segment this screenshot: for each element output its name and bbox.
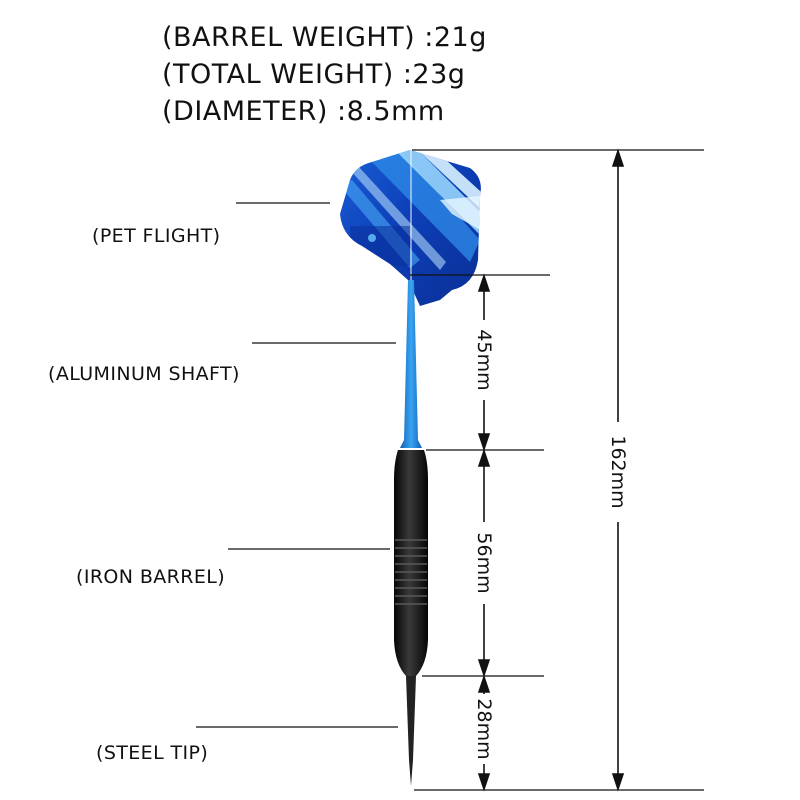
- steel-tip: [406, 676, 416, 786]
- total-length-label: 162mm: [607, 435, 629, 508]
- shaft-dimension-arrow-top: [477, 273, 491, 292]
- iron-barrel: [394, 450, 428, 676]
- barrel-length-label: 56mm: [473, 532, 495, 593]
- aluminum-shaft-label: (ALUMINUM SHAFT): [48, 363, 240, 385]
- steel-tip-label: (STEEL TIP): [96, 742, 209, 764]
- diameter-spec: (DIAMETER) :8.5mm: [162, 96, 445, 127]
- total-dimension-arrow-top: [611, 148, 625, 167]
- total-dimension-arrow-bottom: [611, 773, 625, 792]
- aluminum-shaft: [400, 280, 422, 448]
- barrel-dimension-arrow-top: [477, 448, 491, 467]
- pet-flight: [340, 150, 481, 306]
- iron-barrel-label: (IRON BARREL): [76, 566, 226, 588]
- total-weight-spec: (TOTAL WEIGHT) :23g: [162, 59, 466, 90]
- tip-length-label: 28mm: [473, 698, 495, 759]
- shaft-length-label: 45mm: [473, 329, 495, 390]
- flight-streaks: [340, 150, 481, 270]
- leader-lines: [196, 202, 398, 728]
- extension-lines: [410, 149, 704, 791]
- barrel-grip-rings: [395, 539, 427, 605]
- barrel-dimension-arrow-bottom: [477, 659, 491, 678]
- shaft-dimension-arrow-bottom: [477, 433, 491, 452]
- tip-dimension-arrow-bottom: [477, 773, 491, 792]
- barrel-weight-spec: (BARREL WEIGHT) :21g: [162, 22, 487, 53]
- tip-dimension-arrow-top: [477, 674, 491, 693]
- dimension-lines: [477, 148, 625, 792]
- pet-flight-label: (PET FLIGHT): [92, 225, 221, 247]
